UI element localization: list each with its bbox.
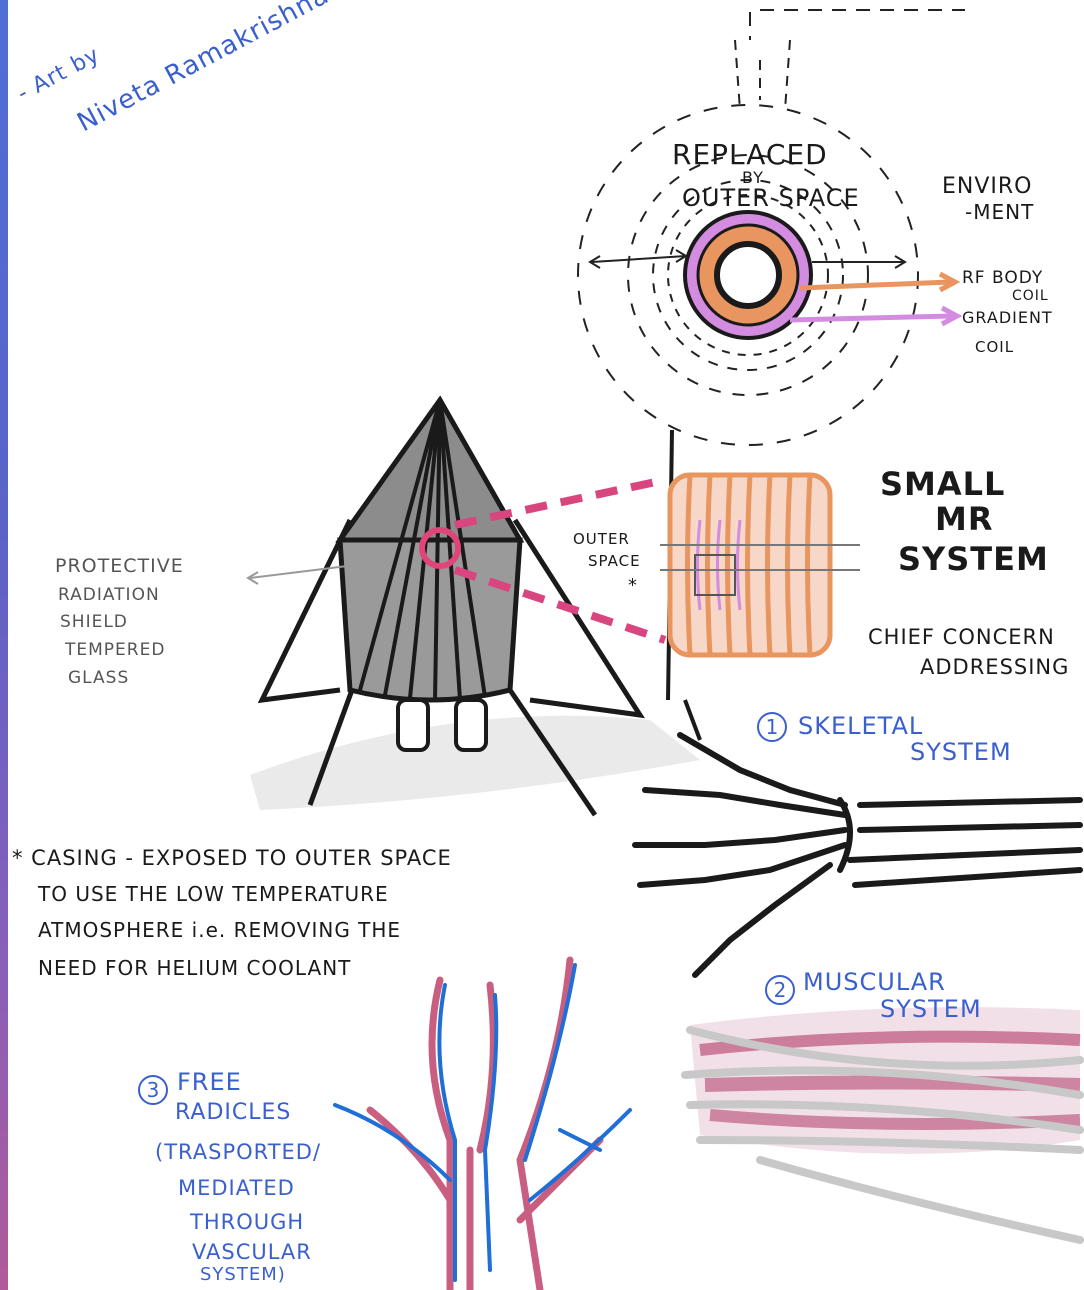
casing-note-line3: ATMOSPHERE i.e. REMOVING THE (38, 918, 401, 942)
casing-note-line2: TO USE THE LOW TEMPERATURE (38, 882, 389, 906)
environment-line1: ENVIRO (942, 174, 1033, 199)
casing-note-line1: * CASING - EXPOSED TO OUTER SPACE (12, 846, 452, 870)
rf-body-coil-line2: COIL (1012, 288, 1049, 304)
shield-label-line1: PROTECTIVE (55, 555, 184, 577)
concern-2-number: 2 (765, 975, 795, 1005)
environment-line2: -MENT (965, 200, 1034, 224)
concern-3-line5: THROUGH (190, 1210, 304, 1234)
concern-2-line1: MUSCULAR (803, 968, 946, 996)
concern-3-line4: MEDIATED (178, 1176, 295, 1200)
shield-label-line2: RADIATION (58, 585, 160, 605)
outer-space-asterisk: * (628, 575, 638, 596)
concern-3-line1: FREE (177, 1068, 242, 1096)
concern-1-line1: SKELETAL (798, 712, 923, 740)
small-mr-system-line1: SMALL (880, 465, 1005, 503)
concern-1-number: 1 (757, 712, 787, 742)
rf-body-coil-line1: RF BODY (962, 268, 1043, 288)
concern-3-line3: (TRASPORTED/ (155, 1140, 321, 1164)
shield-label-line3: SHIELD (60, 612, 128, 632)
spacecraft-drawing (248, 400, 700, 815)
concern-1-line2: SYSTEM (910, 738, 1012, 766)
chief-concern-line1: CHIEF CONCERN (868, 625, 1055, 649)
muscular-arm-drawing (685, 1007, 1080, 1240)
concern-3-line2: RADICLES (175, 1100, 291, 1125)
outer-space-line1: OUTER (573, 530, 630, 548)
shield-label-line5: GLASS (68, 668, 129, 688)
small-mr-system-line3: SYSTEM (898, 540, 1049, 578)
casing-note-line4: NEED FOR HELIUM COOLANT (38, 956, 351, 980)
concern-3-number: 3 (138, 1075, 168, 1105)
small-mr-system-line2: MR (935, 500, 993, 538)
concern-2-line2: SYSTEM (880, 995, 982, 1023)
mri-cross-section-drawing (578, 10, 965, 445)
outer-space-line2: SPACE (588, 552, 641, 570)
chief-concern-line2: ADDRESSING (920, 655, 1069, 679)
vascular-hand-drawing (335, 960, 630, 1290)
gradient-coil-line1: GRADIENT (962, 308, 1053, 327)
concern-3-line7: SYSTEM) (200, 1264, 286, 1285)
gradient-coil-line2: COIL (975, 338, 1014, 356)
shield-label-line4: TEMPERED (65, 640, 165, 660)
mri-title-line3: OUTER SPACE (682, 184, 860, 212)
concern-3-line6: VASCULAR (192, 1240, 312, 1264)
mri-title-line1: REPLACED (672, 138, 828, 171)
mr-coil-drawing (660, 430, 860, 740)
skeletal-hand-drawing (635, 735, 1080, 975)
